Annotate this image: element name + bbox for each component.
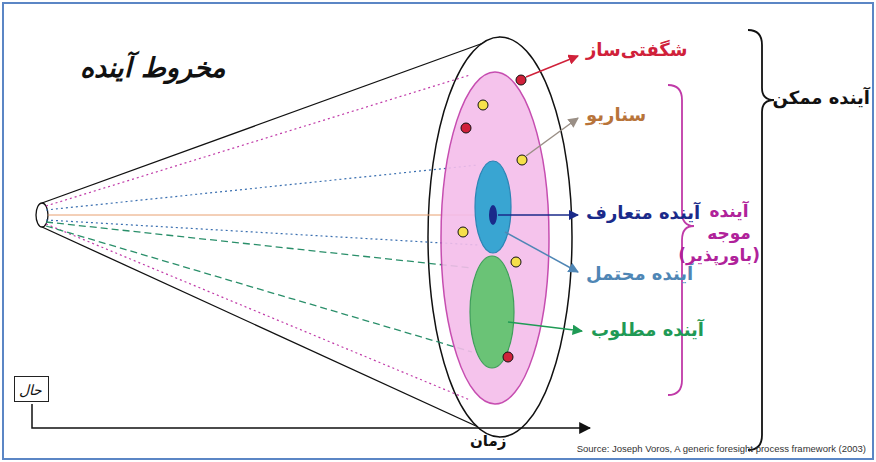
drawing-part — [48, 215, 492, 216]
wildcard-label: شگفتی‌ساز — [586, 38, 688, 61]
scenario-label: سناریو — [586, 103, 646, 126]
drawing-part — [46, 224, 470, 400]
drawing-part — [470, 256, 514, 368]
drawing-part — [505, 232, 578, 272]
source-note: Source: Joseph Voros, A generic foresigh… — [577, 443, 866, 455]
drawing-part — [46, 165, 478, 210]
diagram-title: مخروط آینده — [80, 50, 225, 85]
leader-arrows — [498, 56, 582, 331]
probable-future-label: آینده محتمل — [586, 262, 693, 285]
drawing-part — [668, 85, 694, 395]
drawing-part — [46, 220, 478, 245]
brackets — [668, 30, 774, 450]
drawing-part — [46, 75, 470, 206]
drawing-part — [32, 404, 590, 428]
drawing-part — [475, 161, 511, 253]
drawing-part — [508, 322, 582, 331]
projection-lines — [46, 75, 492, 400]
drawing-part — [441, 72, 549, 404]
drawing-part — [461, 123, 471, 133]
drawing-part — [428, 37, 572, 437]
drawing-part — [526, 56, 578, 77]
drawing-part — [511, 257, 521, 267]
drawing-part — [489, 205, 497, 225]
time-axis — [32, 404, 590, 428]
future-regions — [441, 72, 549, 404]
drawing-part — [46, 226, 472, 352]
drawing-part — [498, 214, 578, 216]
drawing-part — [516, 75, 526, 85]
drawing-part — [503, 352, 513, 362]
drawing-part — [36, 203, 48, 227]
drawing-part — [526, 118, 578, 156]
drawing-part — [517, 155, 527, 165]
cone — [36, 37, 572, 437]
projected-future-label: آینده متعارف — [586, 201, 700, 224]
drawing-part — [748, 30, 774, 450]
possible-future-label: آینده ممکن — [773, 86, 870, 109]
present-box: حال — [14, 376, 49, 402]
node-text: حال — [21, 382, 42, 398]
preferable-future-label: آینده مطلوب — [591, 318, 704, 341]
scenario-dots — [458, 75, 527, 362]
drawing-part — [478, 100, 488, 110]
plausible-future-label: آینده موجه (باورپذیر) — [698, 200, 760, 266]
drawing-part — [458, 227, 468, 237]
time-axis-label: زمان — [470, 432, 506, 452]
frame — [3, 3, 873, 459]
